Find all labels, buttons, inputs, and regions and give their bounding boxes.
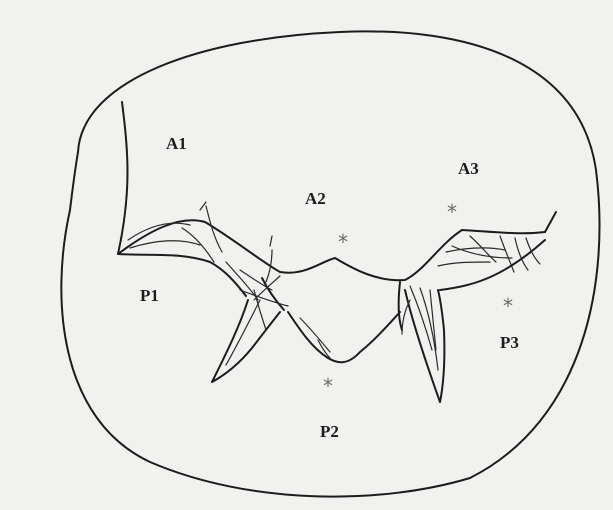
- marker-asterisk-a2: *: [338, 232, 348, 252]
- label-a2: A2: [305, 190, 326, 207]
- marker-asterisk-p3: *: [503, 296, 513, 316]
- label-a3: A3: [458, 160, 479, 177]
- label-p3: P3: [500, 334, 519, 351]
- marker-asterisk-a3: *: [447, 202, 457, 222]
- left-prong: [212, 300, 280, 382]
- label-a1: A1: [166, 135, 187, 152]
- left-commissure: [118, 102, 128, 254]
- right-commissure: [545, 212, 556, 232]
- label-p2: P2: [320, 423, 339, 440]
- right-prong: [405, 290, 444, 402]
- marker-asterisk-p2: *: [323, 376, 333, 396]
- label-p1: P1: [140, 287, 159, 304]
- coaptation-line-p2: [288, 312, 400, 362]
- coaptation-line-upper: [118, 220, 545, 280]
- coaptation-line-p1: [118, 254, 246, 296]
